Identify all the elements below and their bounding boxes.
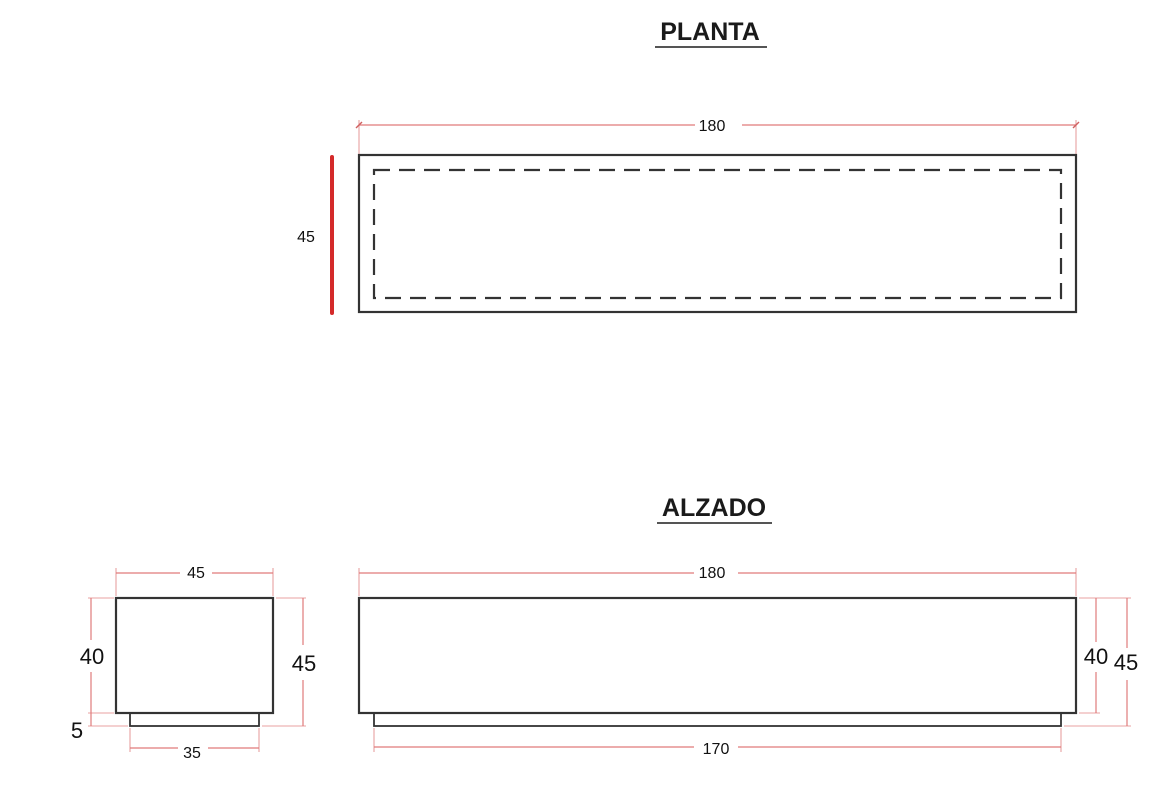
elevation-title: ALZADO: [662, 494, 766, 522]
side-body-outline: [114, 596, 275, 715]
side-plinth-width-label: 35: [183, 745, 201, 762]
front-plinth-outline: [373, 712, 1062, 727]
side-view: 45 40 5 45 35: [71, 565, 316, 762]
plan-inner-hidden-outline: [372, 168, 1063, 300]
elevation-view: ALZADO 45 40 5 45: [71, 494, 1138, 762]
front-body-outline: [357, 596, 1078, 715]
front-total-height-label: 45: [1114, 650, 1138, 675]
side-body-height-label: 40: [80, 644, 104, 669]
side-plinth-outline: [129, 712, 260, 727]
plan-depth-label: 45: [297, 229, 315, 246]
side-total-height-label: 45: [292, 651, 316, 676]
plan-length-label: 180: [699, 118, 726, 135]
front-view: 180 170 40 45: [357, 565, 1138, 758]
plan-title: PLANTA: [660, 18, 760, 46]
plan-length-dimension: 180: [355, 118, 1080, 155]
side-plinth-height-label: 5: [71, 718, 83, 743]
side-top-width-label: 45: [187, 565, 205, 582]
plan-outer-outline: [357, 153, 1078, 314]
front-top-width-label: 180: [699, 565, 726, 582]
plan-view: PLANTA 180 45: [297, 18, 1080, 315]
front-plinth-width-label: 170: [703, 741, 730, 758]
front-body-height-label: 40: [1084, 644, 1108, 669]
